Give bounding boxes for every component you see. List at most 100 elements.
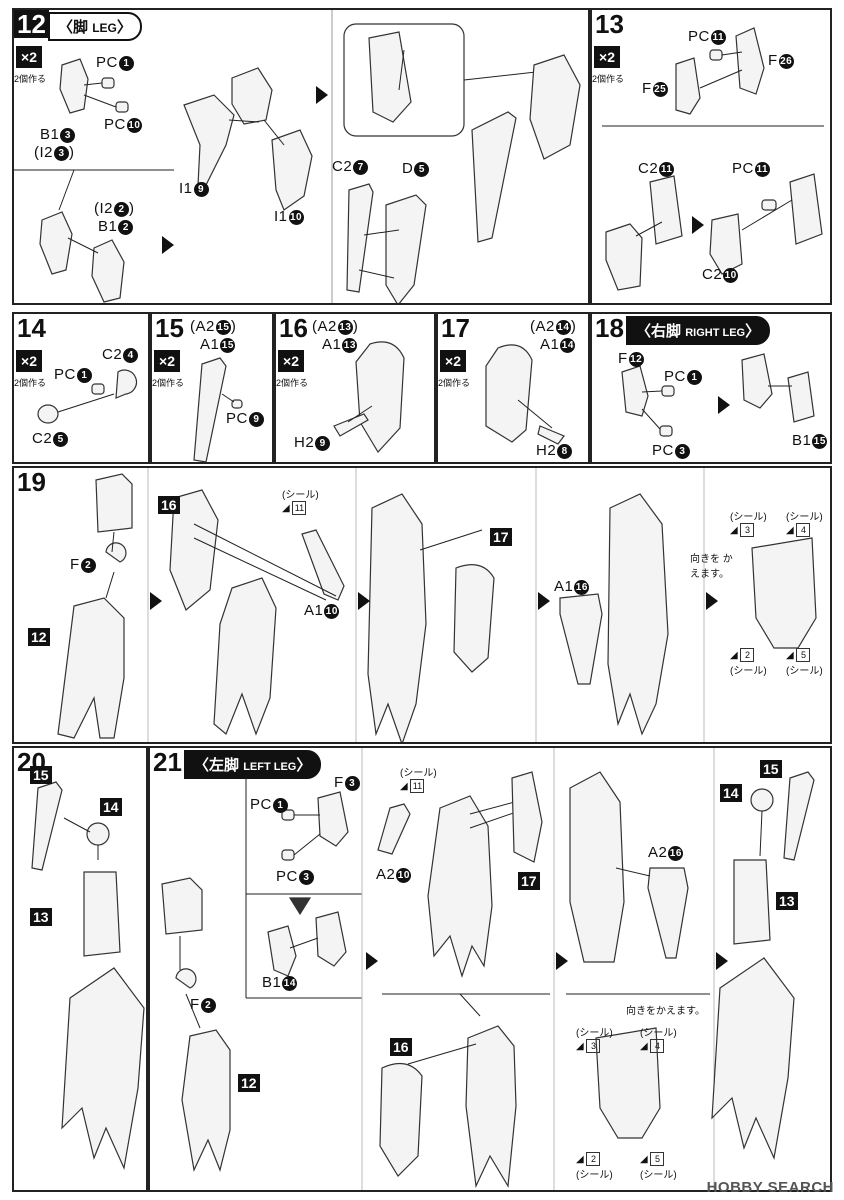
title-jp: 脚	[73, 19, 89, 36]
step-21-panel: 21 〈左脚 LEFT LEG〉	[148, 746, 832, 1192]
x2-badge: ×2	[16, 350, 42, 372]
step-number: 21	[150, 748, 185, 776]
flow-arrow	[538, 592, 550, 610]
make-two-note: 2個作る	[438, 378, 471, 388]
flow-arrow	[150, 592, 162, 610]
ref-step-14: 14	[100, 798, 122, 816]
sticker-3: (シール)◢ 3	[730, 512, 767, 537]
step18-parts-art	[621, 353, 815, 437]
section-title-left-leg: 〈左脚 LEFT LEG〉	[184, 750, 322, 779]
make-two-note: 2個作る	[14, 74, 47, 84]
ref-step-16: 16	[158, 496, 180, 514]
watermark: HOBBY SEARCH	[706, 1179, 834, 1196]
flow-arrow	[162, 236, 174, 254]
turn-note: 向きを かえます。	[690, 554, 733, 580]
ref-step-13: 13	[30, 908, 52, 926]
title-jp: 左脚	[209, 757, 240, 774]
sticker-5: ◢ 5(シール)	[640, 1152, 677, 1181]
flow-arrow	[366, 952, 378, 970]
make-two-note: 2個作る	[592, 74, 625, 84]
step-number: 19	[14, 468, 49, 496]
step13-parts-art	[602, 27, 824, 291]
step-20-panel: 20 15 14 13	[12, 746, 148, 1192]
ref-step-17: 17	[518, 872, 540, 890]
flow-arrow	[706, 592, 718, 610]
x2-badge: ×2	[16, 46, 42, 68]
make-two-note: 2個作る	[152, 378, 185, 388]
ref-step-15: 15	[760, 760, 782, 778]
step20-parts-art	[31, 781, 145, 1171]
section-title-leg: 〈脚 LEG〉	[48, 12, 142, 41]
flow-arrow	[556, 952, 568, 970]
sticker-4: (シール)◢ 4	[640, 1028, 677, 1053]
step21-parts-art	[161, 748, 815, 1190]
step16-parts-art	[333, 341, 405, 453]
title-jp: 右脚	[651, 323, 682, 340]
flow-arrow	[316, 86, 328, 104]
x2-badge: ×2	[278, 350, 304, 372]
step-number: 15	[152, 314, 187, 342]
flow-arrow	[692, 216, 704, 234]
x2-badge: ×2	[440, 350, 466, 372]
ref-step-17: 17	[490, 528, 512, 546]
section-title-right-leg: 〈右脚 RIGHT LEG〉	[626, 316, 771, 345]
flow-arrow	[358, 592, 370, 610]
step12-parts-art	[14, 10, 581, 303]
sticker-5: ◢ 5(シール)	[786, 648, 823, 677]
ref-step-16: 16	[390, 1038, 412, 1056]
step-number: 14	[14, 314, 49, 342]
x2-badge: ×2	[154, 350, 180, 372]
step17-parts-art	[485, 344, 565, 445]
step-number: 12	[14, 10, 49, 38]
ref-step-12: 12	[28, 628, 50, 646]
sticker-3: (シール)◢ 3	[576, 1028, 613, 1053]
ref-step-15: 15	[30, 766, 52, 784]
x2-badge: ×2	[594, 46, 620, 68]
ref-step-12: 12	[238, 1074, 260, 1092]
title-en: LEG	[92, 21, 117, 35]
step-number: 16	[276, 314, 311, 342]
title-en: LEFT LEG	[243, 761, 297, 773]
step14-parts-art	[37, 369, 138, 424]
step-number: 17	[438, 314, 473, 342]
ref-step-13: 13	[776, 892, 798, 910]
flow-arrow	[718, 396, 730, 414]
